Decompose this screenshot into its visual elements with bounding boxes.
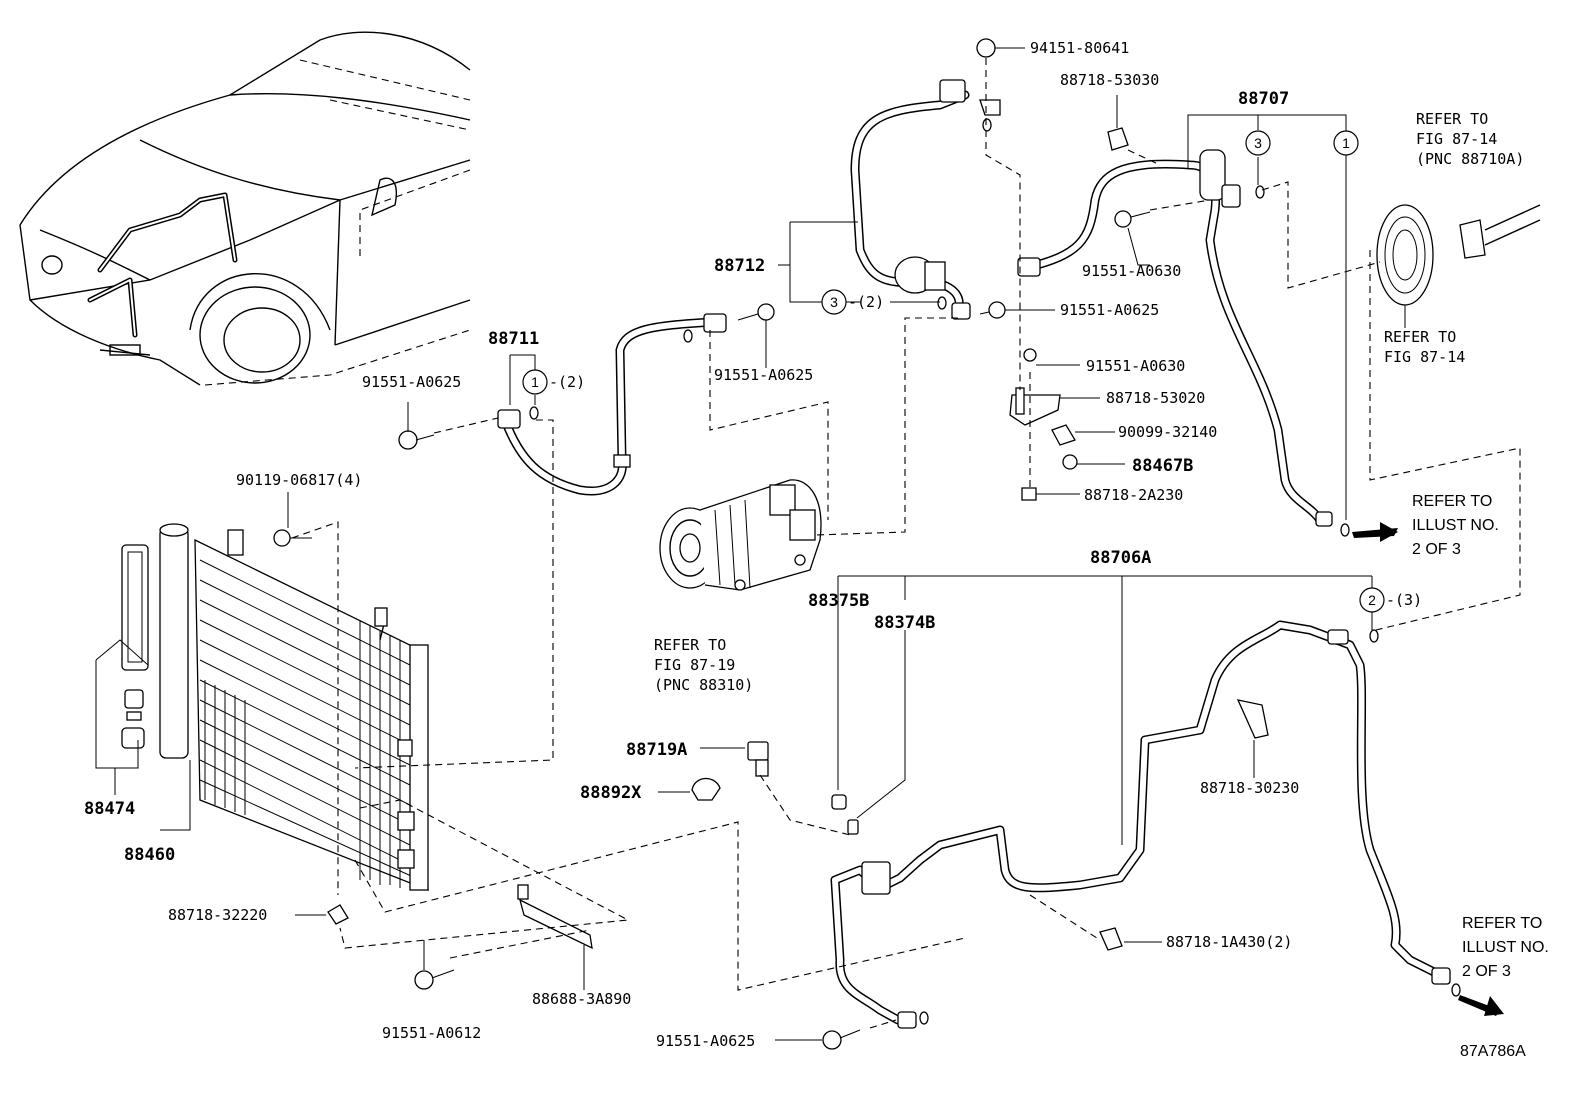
part-88718-53020: 88718-53020	[1106, 389, 1205, 407]
ref-line: (PNC 88710A)	[1416, 150, 1524, 168]
marker-number: 1	[531, 374, 539, 390]
bolt-91551-a0612	[414, 969, 455, 990]
marker-3-88712: 3 -(2)	[821, 289, 884, 315]
ref-fig-87-14: REFER TO FIG 87-14	[1384, 328, 1465, 366]
ref-line: REFER TO	[1384, 328, 1456, 346]
part-88467b: 88467B	[1132, 456, 1193, 476]
ref-illust-2-of-3-lower: REFER TO ILLUST NO. 2 OF 3	[1462, 915, 1549, 980]
cap-88892x	[691, 777, 721, 801]
part-88718-30230: 88718-30230	[1200, 779, 1299, 797]
part-88706a: 88706A	[1090, 548, 1151, 568]
hose-88711	[497, 313, 727, 496]
arrow-illust-2	[1458, 995, 1504, 1016]
marker-3-88707: 3	[1245, 130, 1271, 156]
part-90099-32140: 90099-32140	[1118, 423, 1217, 441]
bolt-94151	[976, 38, 1001, 116]
ref-line: ILLUST NO.	[1412, 517, 1499, 534]
cap-88375b	[831, 794, 847, 810]
o-rings	[529, 118, 1461, 1025]
arrow-illust-1	[1352, 522, 1398, 542]
part-91551-a0625: 91551-A0625	[656, 1032, 755, 1050]
part-91551-a0625: 91551-A0625	[714, 366, 813, 384]
ref-line: REFER TO	[1462, 915, 1542, 932]
part-91551-a0630: 91551-A0630	[1086, 357, 1185, 375]
ref-line: (PNC 88310)	[654, 676, 753, 694]
ref-line: FIG 87-19	[654, 656, 735, 674]
bracket-88718-53020	[1009, 348, 1078, 501]
part-labels: 94151-80641 88718-53030 88707 88712 9155…	[84, 39, 1299, 1050]
bolt-91551-a0625-right	[979, 301, 1006, 319]
marker-qty: -(3)	[1386, 591, 1422, 609]
grommet-88710a	[1376, 204, 1541, 306]
hose-88712	[850, 79, 971, 320]
vehicle-sketch	[19, 31, 471, 386]
part-88718-53030: 88718-53030	[1060, 71, 1159, 89]
ref-line: 2 OF 3	[1462, 963, 1511, 980]
bolt-91551-a0630-a	[1114, 210, 1151, 228]
part-88718-32220: 88718-32220	[168, 906, 267, 924]
part-88474: 88474	[84, 799, 135, 819]
ref-fig-87-14-pnc: REFER TO FIG 87-14 (PNC 88710A)	[1416, 110, 1524, 168]
part-91551-a0630: 91551-A0630	[1082, 262, 1181, 280]
ref-line: REFER TO	[654, 636, 726, 654]
sensor-88719a	[747, 741, 769, 777]
clip-88718-53030	[1107, 127, 1129, 151]
part-88688-3a890: 88688-3A890	[532, 990, 631, 1008]
clip-88718-30230	[1236, 699, 1269, 739]
ref-line: FIG 87-14	[1384, 348, 1465, 366]
marker-number: 3	[1254, 135, 1262, 151]
ref-line: 2 OF 3	[1412, 541, 1461, 558]
marker-number: 1	[1342, 135, 1350, 151]
marker-1-88707: 1	[1333, 130, 1359, 156]
part-88712: 88712	[714, 256, 765, 276]
clip-88718-1a430	[1099, 927, 1123, 951]
part-94151-80641: 94151-80641	[1030, 39, 1129, 57]
part-91551-a0625: 91551-A0625	[362, 373, 461, 391]
bracket-88688	[517, 884, 593, 950]
part-88719a: 88719A	[626, 740, 687, 760]
clip-88718-32220	[327, 904, 349, 925]
part-88711: 88711	[488, 329, 539, 349]
part-88718-2a230: 88718-2A230	[1084, 486, 1183, 504]
leader-lines	[95, 47, 1521, 1041]
bolt-91551-a0625-bottom	[822, 1029, 861, 1050]
part-91551-a0625: 91551-A0625	[1060, 301, 1159, 319]
bolt-91551-a0625-mid	[737, 303, 775, 321]
part-90119-06817: 90119-06817(4)	[236, 471, 362, 489]
ref-line: REFER TO	[1416, 110, 1488, 128]
hose-88707	[1017, 149, 1333, 527]
ref-illust-2-of-3-upper: REFER TO ILLUST NO. 2 OF 3	[1412, 493, 1499, 558]
marker-1-88711: 1 -(2)	[522, 369, 585, 395]
part-88718-1a430: 88718-1A430(2)	[1166, 933, 1292, 951]
marker-number: 2	[1368, 592, 1376, 608]
valve-88374b	[847, 819, 859, 835]
part-88707: 88707	[1238, 89, 1289, 109]
marker-qty: -(2)	[549, 373, 585, 391]
ref-line: ILLUST NO.	[1462, 939, 1549, 956]
bolt-91551-a0625-left	[398, 430, 435, 450]
part-91551-a0612: 91551-A0612	[382, 1024, 481, 1042]
condenser-assembly	[121, 523, 429, 891]
marker-2-88706a: 2 -(3)	[1359, 587, 1422, 613]
part-88374b: 88374B	[874, 613, 935, 633]
part-88460: 88460	[124, 845, 175, 865]
diagram-code: 87A786A	[1460, 1043, 1526, 1060]
part-88892x: 88892X	[580, 783, 642, 803]
compressor	[659, 479, 822, 591]
condenser-fins	[199, 559, 421, 888]
ref-line: FIG 87-14	[1416, 130, 1497, 148]
part-88375b: 88375B	[808, 591, 869, 611]
hose-88706a	[830, 620, 1451, 1029]
marker-number: 3	[830, 294, 838, 310]
ref-fig-87-19: REFER TO FIG 87-19 (PNC 88310)	[654, 636, 753, 694]
marker-qty: -(2)	[848, 293, 884, 311]
ref-line: REFER TO	[1412, 493, 1492, 510]
